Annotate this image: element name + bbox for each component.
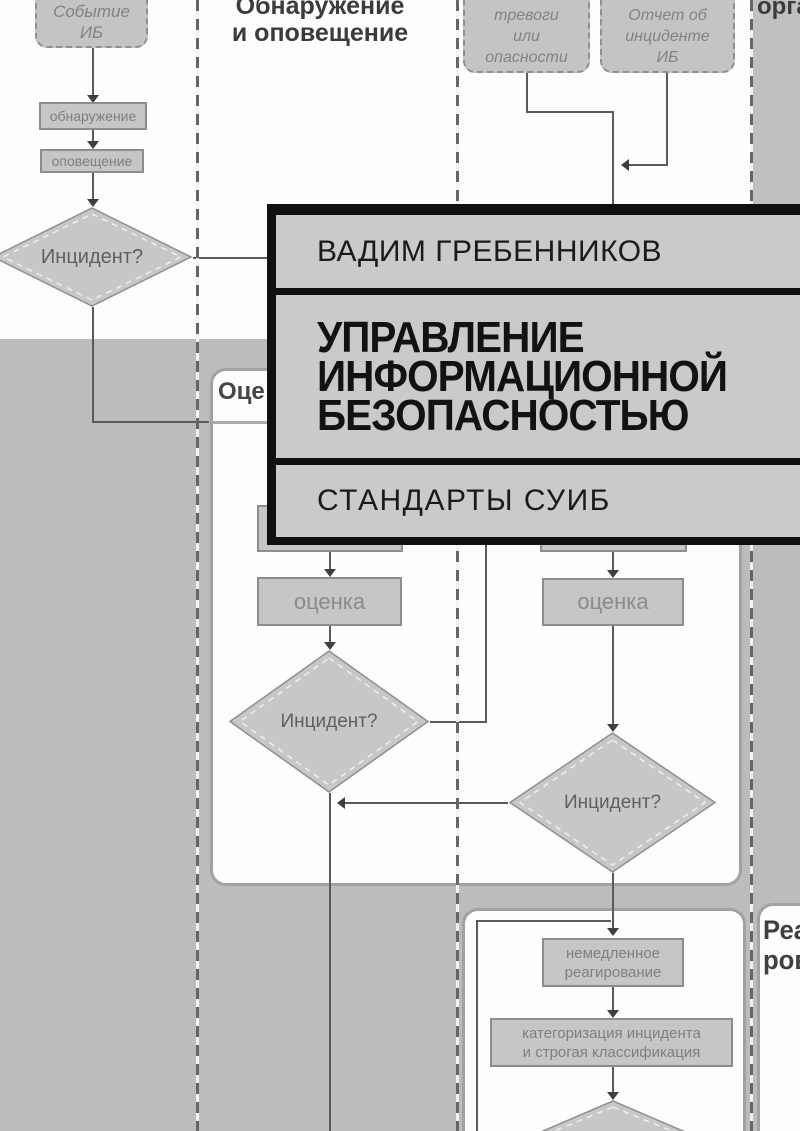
detection-lane-header: Обнаружение и оповещение — [220, 0, 420, 47]
author-name: ВАДИМ ГРЕБЕННИКОВ — [317, 234, 663, 268]
alarms-line3: опасности — [485, 49, 568, 66]
alarms-node: тревоги или опасности — [463, 0, 590, 73]
arrowheads — [87, 95, 629, 1100]
incident-decision-1-diamond — [0, 207, 193, 307]
incident-decision-1-label: Инцидент? — [40, 245, 144, 268]
incident-decision-2-label: Инцидент? — [280, 710, 378, 732]
is-event-node: Событие ИБ — [35, 0, 148, 48]
right-lane-container — [757, 903, 800, 1131]
incident-report-node: Отчет об инциденте ИБ — [600, 0, 735, 73]
report-line1: Отчет об — [628, 7, 707, 24]
organization-lane-header: орга — [757, 0, 800, 20]
assessment-phase-header: Оце — [218, 378, 265, 405]
alarms-line1: тревоги — [494, 7, 559, 24]
response-header-line1: Реа — [763, 915, 800, 945]
book-subtitle: СТАНДАРТЫ СУИБ — [317, 484, 611, 517]
incident-decision-3-diamond — [508, 732, 717, 873]
is-event-line2: ИБ — [79, 23, 104, 42]
detection-header-line2: и оповещение — [231, 19, 409, 47]
immediate-response-box: немедленное реагирование — [542, 938, 684, 987]
notification-box: оповещение — [40, 149, 144, 173]
subtitle-section: СТАНДАРТЫ СУИБ — [276, 465, 800, 537]
incident-decision-3-label: Инцидент? — [563, 791, 662, 813]
title-section: УПРАВЛЕНИЕ ИНФОРМАЦИОННОЙ БЕЗОПАСНОСТЬЮ — [276, 295, 800, 458]
categorization-box: категоризация инцидента и строгая класси… — [490, 1018, 733, 1067]
author-section: ВАДИМ ГРЕБЕННИКОВ — [276, 215, 800, 288]
book-title-line2: ИНФОРМАЦИОННОЙ — [317, 352, 728, 401]
response-header-line2: ров — [763, 945, 800, 975]
immediate-line1: немедленное — [565, 944, 661, 962]
incident-decision-4-diamond-partial — [541, 1100, 685, 1131]
lane-divider-2 — [456, 0, 459, 1131]
report-line3: ИБ — [656, 49, 679, 66]
detection-box: обнаружение — [39, 102, 147, 130]
assessment-header-divider — [212, 421, 292, 424]
lane-divider-3 — [750, 0, 753, 1131]
response-phase-header: Реа ров — [763, 915, 800, 975]
detection-header-line1: Обнаружение — [235, 0, 405, 20]
title-block: ВАДИМ ГРЕБЕННИКОВ УПРАВЛЕНИЕ ИНФОРМАЦИОН… — [267, 204, 800, 545]
alarms-line2: или — [513, 28, 540, 45]
categorize-line2: и строгая классификация — [522, 1043, 701, 1061]
immediate-line2: реагирование — [564, 963, 662, 981]
assessment-box-right: оценка — [542, 578, 684, 626]
categorize-line1: категоризация инцидента — [522, 1024, 701, 1042]
book-title-line1: УПРАВЛЕНИЕ — [317, 313, 585, 362]
report-line2: инциденте — [625, 28, 710, 45]
is-event-line1: Событие — [53, 2, 130, 21]
assessment-box-left: оценка — [257, 577, 402, 626]
book-title-line3: БЕЗОПАСНОСТЬЮ — [317, 391, 689, 440]
lane-divider-1 — [196, 0, 199, 1131]
incident-decision-2-diamond — [228, 650, 430, 793]
